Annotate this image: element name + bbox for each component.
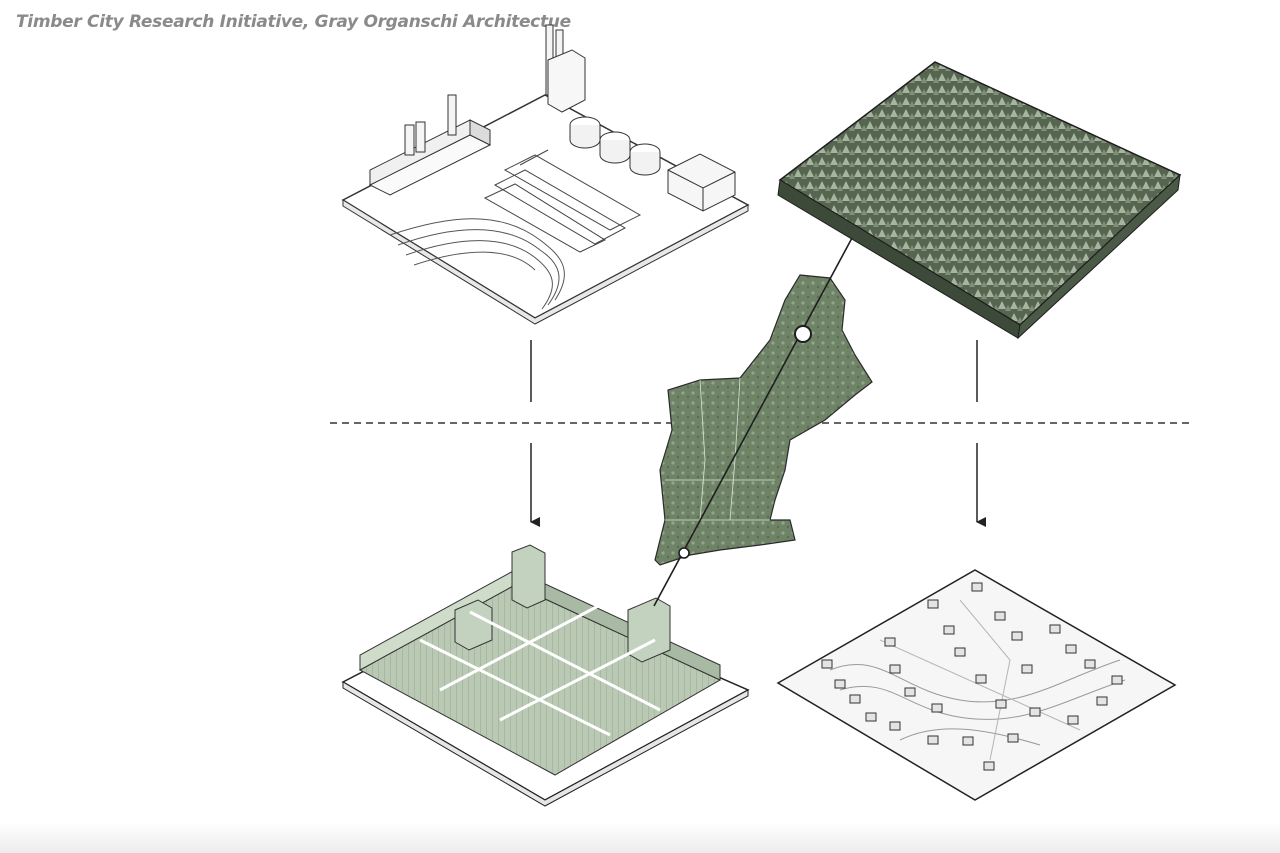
- destination-marker: [678, 547, 690, 559]
- suburb-panel: [776, 569, 1177, 801]
- forest-icon: [777, 61, 1182, 340]
- figure-caption: Timber City Research Initiative, Gray Or…: [16, 12, 571, 32]
- origin-marker: [794, 325, 812, 343]
- factory-icon: [341, 24, 750, 325]
- houses-icon: [776, 569, 1177, 801]
- industrial-plant-panel: [341, 24, 750, 325]
- city-blocks-icon: [341, 544, 750, 807]
- footer-band: [0, 822, 1280, 853]
- new-england-map: [654, 274, 873, 566]
- dense-city-panel: [341, 544, 750, 807]
- forest-panel: [777, 61, 1182, 340]
- diagonal-link-line: [653, 237, 853, 607]
